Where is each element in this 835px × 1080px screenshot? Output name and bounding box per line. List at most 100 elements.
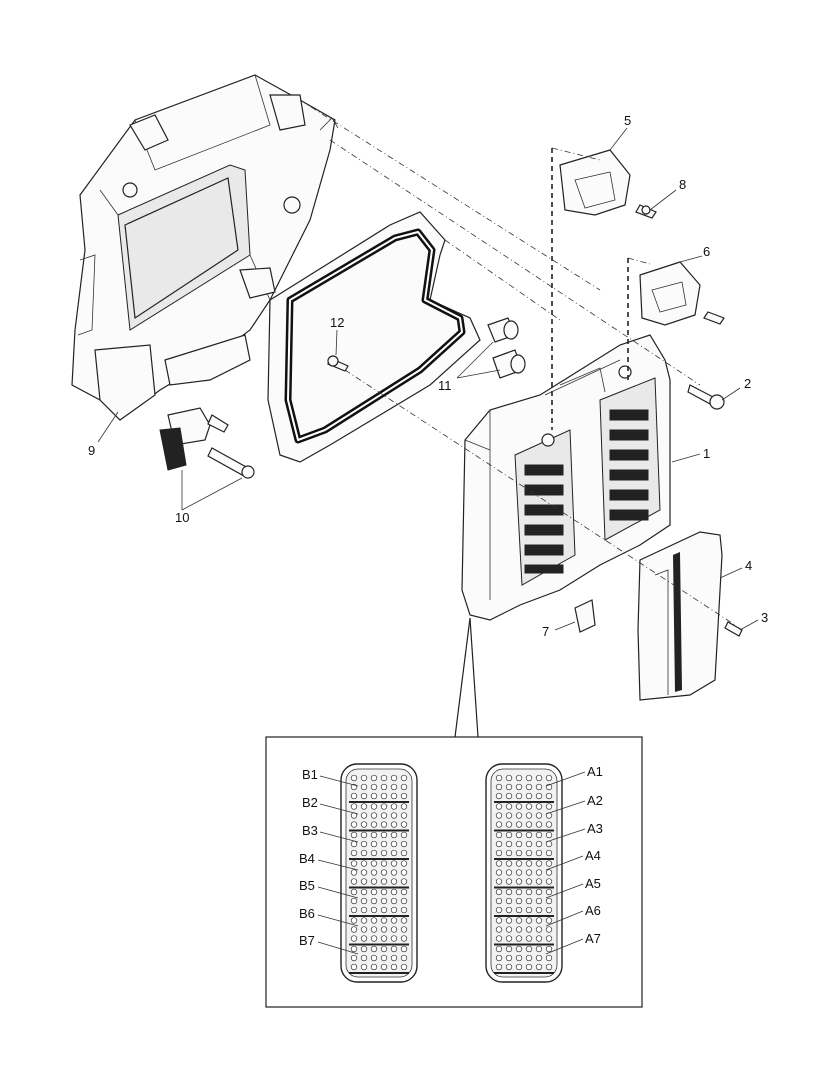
label-b6: B6: [299, 906, 315, 921]
label-b3: B3: [302, 823, 318, 838]
connector-a-pin: [515, 803, 523, 810]
connector-b-pin: [360, 897, 368, 905]
connector-b-pin: [370, 783, 378, 791]
connector-a-pin: [545, 831, 553, 839]
callout-5: 5: [624, 113, 631, 128]
connector-b-pin: [370, 860, 378, 867]
connector-b-pin: [390, 869, 398, 876]
connector-b-pin: [370, 869, 378, 876]
connector-a-pin: [525, 860, 533, 867]
connector-b-pin: [350, 803, 358, 810]
connector-b-pin: [360, 878, 368, 885]
connector-b-pin: [390, 849, 398, 857]
connector-a-pin: [495, 935, 503, 942]
connector-a-pin: [525, 963, 533, 971]
connector-a-pin: [535, 926, 543, 933]
connector-b-pin: [380, 926, 388, 933]
connector-b-pin: [380, 954, 388, 962]
connector-a-pin: [505, 812, 513, 819]
connector-b-pin: [390, 803, 398, 810]
connector-a-pin: [525, 849, 533, 857]
connector-a-pin: [515, 860, 523, 867]
connector-a-pin: [515, 945, 523, 953]
connector-b-pin: [370, 812, 378, 819]
connector-a-pin: [535, 963, 543, 971]
screw-8: [641, 205, 651, 215]
connector-a-pin: [525, 869, 533, 876]
connector-a-pin: [505, 831, 513, 839]
callout-9: 9: [88, 443, 95, 458]
label-a7: A7: [585, 931, 601, 946]
connector-b-pin: [360, 954, 368, 962]
screw-12: [327, 355, 349, 372]
connector-b-pin: [360, 840, 368, 848]
connector-a-pin: [505, 954, 513, 962]
connector-a-pin: [535, 945, 543, 953]
connector-a-pin: [535, 878, 543, 885]
connector-b-pin: [390, 831, 398, 839]
connector-b-pin: [350, 888, 358, 896]
callout-7: 7: [542, 624, 549, 639]
callout-1: 1: [703, 446, 710, 461]
connector-b-pin: [350, 869, 358, 876]
connector-b-pin: [390, 954, 398, 962]
connector-a-pin: [545, 945, 553, 953]
connector-b-pin: [400, 945, 408, 953]
connector-b-pin: [380, 869, 388, 876]
bolt-2: [687, 384, 725, 410]
connector-b-pin: [400, 878, 408, 885]
connector-a-pin: [545, 906, 553, 914]
connector-a-pin: [525, 888, 533, 896]
connector-a-pin: [525, 897, 533, 905]
callout-2: 2: [744, 376, 751, 391]
connector-b-pin: [380, 878, 388, 885]
connector-b-pin: [350, 935, 358, 942]
connector-a-pin: [525, 906, 533, 914]
connector-b-pin: [360, 906, 368, 914]
ecu-right-connector-slots: [609, 409, 649, 521]
connector-b-pin: [400, 869, 408, 876]
connector-a-pin: [525, 821, 533, 828]
connector-a-pin: [495, 869, 503, 876]
connector-b-pin: [390, 821, 398, 828]
connector-a-pin: [515, 897, 523, 905]
connector-a-pin: [535, 897, 543, 905]
connector-b-pin: [380, 812, 388, 819]
callout-3: 3: [761, 610, 768, 625]
connector-a-pin: [505, 792, 513, 800]
connector-b-pin: [380, 849, 388, 857]
connector-a-pin: [505, 774, 513, 782]
connector-b-pin: [370, 792, 378, 800]
connector-a-pin: [515, 888, 523, 896]
connector-b-pin: [390, 888, 398, 896]
connector-a-pin: [545, 897, 553, 905]
connector-a-pin: [535, 774, 543, 782]
connector-a-pin: [515, 774, 523, 782]
connector-a-pin: [545, 869, 553, 876]
connector-b-pin: [360, 774, 368, 782]
connector-a-pin: [535, 840, 543, 848]
connector-a-pin: [535, 917, 543, 924]
connector-b-pin: [380, 860, 388, 867]
connector-a-pin: [505, 783, 513, 791]
gasket-seal: [267, 211, 481, 463]
connector-b-pin: [400, 897, 408, 905]
connector-a-pin: [545, 803, 553, 810]
label-a5: A5: [585, 876, 601, 891]
connector-b-pin: [380, 906, 388, 914]
connector-a-pin: [535, 935, 543, 942]
connector-b-pin: [390, 935, 398, 942]
connector-a-pin: [525, 831, 533, 839]
connector-b-pin: [350, 860, 358, 867]
connector-b-pin: [380, 783, 388, 791]
connector-a-pin: [495, 888, 503, 896]
connector-a-pin: [535, 792, 543, 800]
connector-a: [485, 763, 563, 983]
connector-b-pin: [380, 821, 388, 828]
connector-b-pin: [390, 906, 398, 914]
connector-b-pin: [390, 812, 398, 819]
connector-b-pin: [400, 917, 408, 924]
connector-a-pin: [525, 803, 533, 810]
ecu-control-unit: [461, 334, 671, 621]
connector-b-pin: [360, 783, 368, 791]
